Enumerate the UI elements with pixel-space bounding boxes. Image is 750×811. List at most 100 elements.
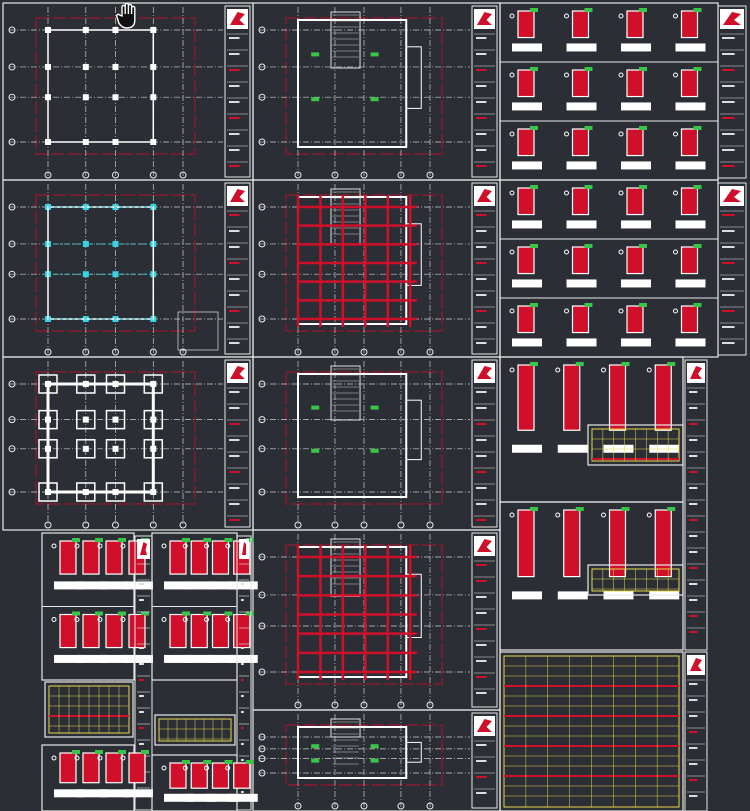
section-tag (245, 611, 254, 616)
grid-bubble (258, 26, 266, 34)
title-block-text (241, 567, 244, 569)
beam-section (608, 509, 627, 578)
balcony (405, 223, 422, 286)
rebar-label (555, 367, 561, 373)
section-tag (118, 611, 126, 616)
grid-bubble (179, 521, 187, 529)
grid-bubble (258, 733, 266, 741)
section-tag (693, 244, 702, 248)
slab-tag (311, 448, 320, 453)
title-block-text (241, 583, 244, 585)
section-caption (566, 102, 597, 111)
beam-section (680, 69, 699, 98)
title-block-text (241, 743, 244, 745)
title-block-text (689, 535, 698, 537)
title-block-text (476, 230, 487, 232)
title-block-group (717, 182, 747, 356)
title-block-text (689, 795, 698, 797)
title-block (684, 651, 708, 811)
title-block-text (229, 503, 240, 505)
rebar-label (618, 72, 624, 78)
beam-section (233, 762, 251, 789)
title-block-text (722, 53, 735, 55)
title-block-text (689, 747, 698, 749)
slab-tag (311, 744, 320, 749)
title-block-text (139, 631, 144, 633)
section-caption (123, 581, 153, 590)
section-caption (77, 654, 107, 663)
grid-bubble (44, 521, 52, 529)
grid-bubble (8, 416, 16, 424)
title-block-text (476, 596, 487, 598)
column (82, 63, 89, 70)
rebar-label (97, 755, 103, 761)
beam-section (571, 187, 590, 216)
title-block-text (722, 85, 735, 87)
company-logo (723, 189, 741, 202)
beam-section (571, 128, 590, 157)
grid-bubble (8, 315, 16, 323)
grid-bubble (258, 745, 266, 753)
title-block-text (476, 628, 487, 630)
section-caption (512, 444, 542, 453)
section-tag (584, 244, 593, 248)
beam-section (608, 364, 627, 431)
title-block-text (722, 149, 735, 151)
column (112, 63, 119, 70)
beam-section (654, 364, 672, 431)
title-block-text (476, 455, 487, 457)
grid-bubble (331, 348, 339, 356)
section-caption (227, 654, 258, 663)
section-caption (185, 654, 216, 663)
company-logo (140, 542, 147, 555)
company-logo (230, 12, 245, 25)
title-block-text (229, 230, 240, 232)
section-tag (575, 362, 584, 366)
section-tag (693, 67, 702, 71)
beam-section (571, 305, 590, 334)
beam-section (654, 509, 672, 578)
title-block-text (139, 743, 144, 745)
title-block-text (689, 599, 698, 601)
section-tag (530, 244, 538, 248)
rebar-label (509, 367, 515, 373)
title-block-text (689, 631, 698, 633)
title-block-text (476, 149, 487, 151)
section-caption (512, 338, 542, 347)
footing (38, 482, 58, 502)
section-detail-sheet (499, 179, 719, 358)
grid-bubble (294, 701, 302, 709)
title-block-text (229, 165, 240, 167)
section-tag (118, 750, 126, 754)
title-block-text (241, 791, 244, 793)
title-block-text (241, 663, 244, 665)
section-caption (185, 793, 216, 802)
footing (76, 374, 96, 394)
title-block-text (229, 407, 240, 409)
stair (330, 365, 361, 421)
beam-section (626, 246, 644, 275)
drawing-sheet (252, 2, 501, 181)
footing (105, 409, 126, 430)
balcony (405, 573, 422, 638)
rebar-label (51, 617, 57, 622)
rebar-label (225, 617, 231, 622)
section-tag (224, 611, 233, 616)
company-logo (477, 12, 492, 25)
title-block-text (722, 278, 735, 280)
section-tag (584, 185, 593, 189)
title-block-text (229, 519, 240, 521)
grid-bubble (112, 171, 119, 179)
title-block-text (229, 455, 240, 457)
section-caption (675, 338, 706, 347)
beam-section (82, 613, 100, 649)
section-tag (224, 538, 233, 542)
rebar-label (618, 308, 624, 314)
section-tag (530, 8, 538, 12)
title-block-text (722, 342, 735, 344)
beam-section (571, 69, 590, 98)
drawing-sheet (2, 2, 254, 181)
title-block-text (139, 727, 144, 729)
beam-section (82, 752, 100, 784)
